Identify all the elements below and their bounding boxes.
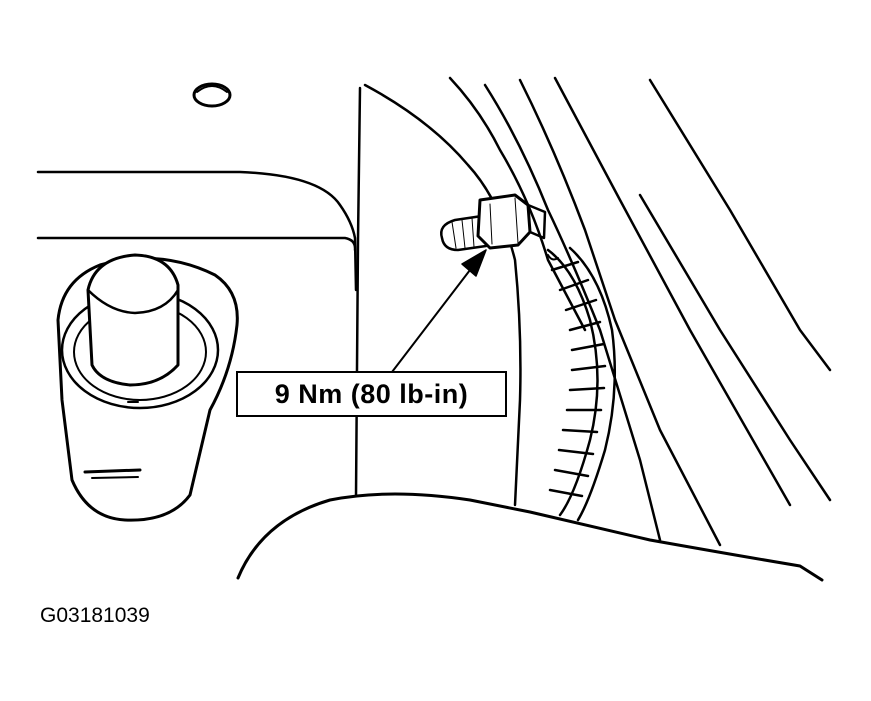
sensor-bolt — [440, 193, 559, 261]
figure-id-label: G03181039 — [40, 604, 150, 627]
post-knob — [56, 253, 239, 522]
mounting-hole — [192, 82, 232, 108]
callout-leader-arrow — [391, 249, 487, 373]
panel-divider — [354, 86, 362, 498]
lower-housing-curve — [236, 492, 824, 582]
torque-callout-label: 9 Nm (80 lb-in) — [236, 371, 507, 417]
housing-edges — [36, 170, 358, 292]
coiled-hose — [546, 246, 617, 522]
